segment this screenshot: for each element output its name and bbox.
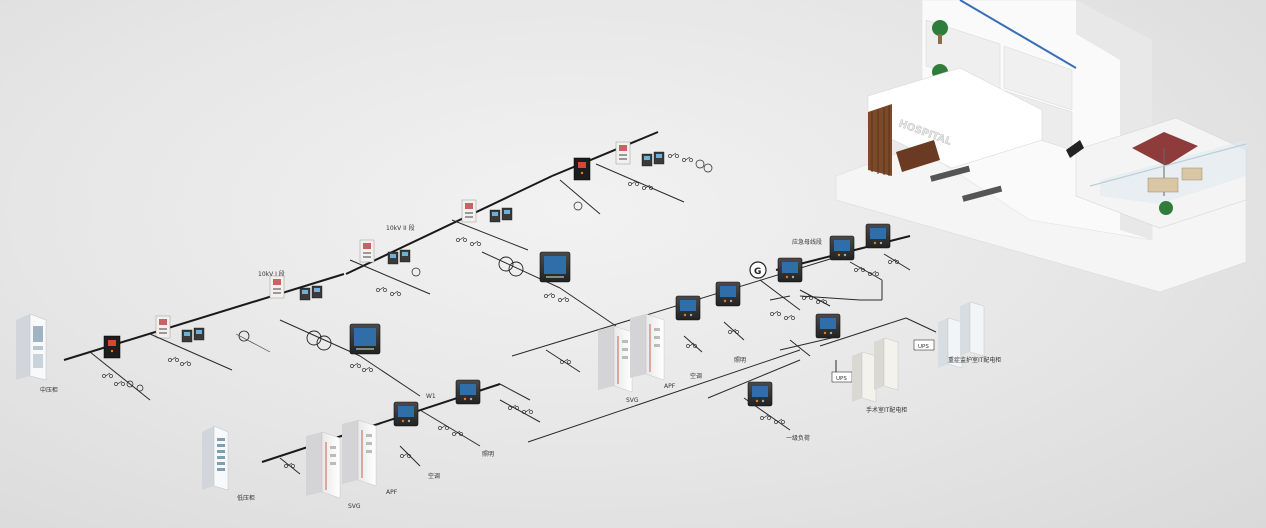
generator-letter: G (754, 267, 761, 277)
w1-label: W1 (426, 393, 436, 400)
apf-mid-label: APF (664, 383, 676, 390)
meter-emergency-2 (829, 235, 855, 261)
icu-it-cabinets (938, 301, 985, 369)
meter-lighting-low (455, 379, 481, 405)
ups-1-label: UPS (836, 376, 847, 382)
mv-feeders-top (559, 141, 713, 215)
meter-ac-low (393, 401, 419, 427)
first-level-load-label: 一级负荷 (786, 434, 810, 442)
generator-icon: G (749, 261, 767, 279)
ups-branch (779, 317, 937, 383)
apf-low-label: APF (386, 489, 398, 496)
lv-cabinet-label: 低压柜 (237, 494, 255, 502)
transformer-1-icon (279, 319, 361, 357)
low-voltage-cabinet (202, 425, 229, 491)
or-it-cabinets (852, 337, 899, 403)
svg-mid-label: SVG (626, 397, 639, 404)
meter-ac-mid (675, 295, 701, 321)
or-it-label: 手术室IT配电柜 (866, 406, 907, 414)
bus-10kv-top (551, 131, 659, 177)
lv-bus (261, 383, 531, 475)
bus-2-label: 10kV II 段 (386, 224, 415, 232)
lighting-low-label: 照明 (482, 451, 494, 458)
emergency-bus-label: 应急母线段 (792, 238, 822, 246)
ac-mid-label: 空调 (690, 372, 702, 380)
hospital-building (835, 0, 1247, 293)
apf-cabinet-mid (629, 313, 665, 381)
svg-cabinet-low (305, 431, 341, 499)
mv-feeders-2 (349, 199, 529, 296)
svg-low-label: SVG (348, 503, 361, 510)
medium-voltage-cabinet (16, 313, 47, 381)
ac-low-label: 空调 (428, 472, 440, 480)
meter-emergency-3 (865, 223, 891, 249)
meter-lighting-mid (715, 281, 741, 307)
svg-cabinet-mid (597, 325, 633, 393)
meter-emergency-1 (777, 257, 803, 283)
meter-transformer-1 (349, 323, 381, 355)
meter-ups (815, 313, 841, 339)
ups-2-label: UPS (918, 344, 929, 350)
lighting-mid-label: 照明 (734, 357, 746, 364)
meter-transformer-2 (539, 251, 571, 283)
meter-first-level-load (747, 381, 773, 407)
icu-it-label: 重症监护室IT配电柜 (948, 356, 1001, 364)
mv-feeders-1 (89, 275, 323, 401)
bus-10kv-2 (345, 175, 553, 275)
bus-1-label: 10kV I 段 (258, 270, 285, 278)
mv-cabinet-label: 中压柜 (40, 386, 58, 394)
apf-cabinet-low (341, 419, 377, 487)
